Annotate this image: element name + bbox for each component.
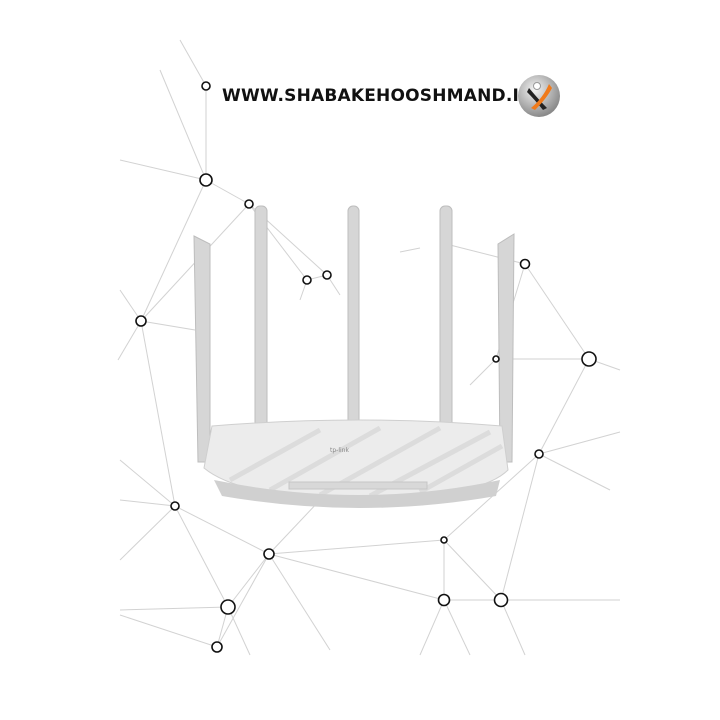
watermark-header: WWW.SHABAKEHOOSHMAND.IR <box>222 86 532 106</box>
router: tp-link <box>193 205 515 508</box>
site-url: WWW.SHABAKEHOOSHMAND.IR <box>222 86 533 106</box>
network-lines <box>117 39 621 656</box>
network-nodes <box>135 81 597 653</box>
svg-text:tp-link: tp-link <box>330 447 349 454</box>
site-logo-icon <box>518 75 560 117</box>
